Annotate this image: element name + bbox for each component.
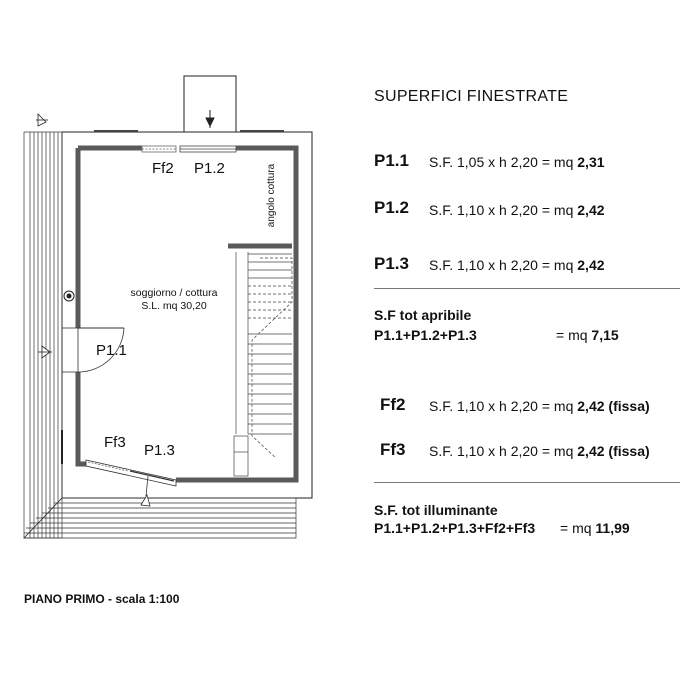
kitchen-label: angolo cottura bbox=[266, 163, 278, 228]
formula-text: S.F. 1,05 x h 2,20 = mq bbox=[429, 154, 578, 170]
divider bbox=[374, 288, 680, 289]
row-formula: S.F. 1,05 x h 2,20 = mq 2,31 bbox=[429, 154, 605, 170]
formula-note: (fissa) bbox=[608, 398, 650, 414]
row-formula: S.F. 1,10 x h 2,20 = mq 2,42 bbox=[429, 202, 605, 218]
total-apribile-formula: P1.1+P1.2+P1.3 bbox=[374, 327, 477, 343]
top-window-ff2 bbox=[141, 145, 177, 153]
top-window-p12 bbox=[179, 145, 237, 153]
scale-label: PIANO PRIMO - scala 1:100 bbox=[24, 592, 180, 606]
walls bbox=[75, 145, 299, 483]
room-area: S.L. mq 30,20 bbox=[141, 300, 207, 312]
row-formula: S.F. 1,10 x h 2,20 = mq 2,42 (fissa) bbox=[429, 398, 650, 414]
row-formula: S.F. 1,10 x h 2,20 = mq 2,42 (fissa) bbox=[429, 443, 650, 459]
total-apribile-title: S.F tot apribile bbox=[374, 307, 472, 323]
formula-text: S.F. 1,10 x h 2,20 = mq bbox=[429, 398, 578, 414]
formula-value: 2,31 bbox=[577, 154, 605, 170]
formula-text: S.F. 1,10 x h 2,20 = mq bbox=[429, 443, 578, 459]
row-code: Ff2 bbox=[380, 395, 406, 414]
row-code: P1.3 bbox=[374, 254, 409, 273]
formula-text: S.F. 1,10 x h 2,20 = mq bbox=[429, 257, 578, 273]
staircase bbox=[233, 252, 293, 477]
side-balcony bbox=[23, 131, 63, 539]
label-ff2: Ff2 bbox=[152, 160, 174, 177]
row-code: P1.1 bbox=[374, 151, 409, 170]
pipe-icon bbox=[63, 290, 75, 302]
formula-value: 2,42 bbox=[577, 443, 605, 459]
room-name: soggiorno / cottura bbox=[130, 287, 218, 299]
door-p11 bbox=[62, 327, 125, 373]
top-box bbox=[183, 75, 237, 133]
formula-value: 2,42 bbox=[577, 202, 605, 218]
total-illuminante-value: = mq 11,99 bbox=[560, 520, 630, 536]
label-ff3: Ff3 bbox=[104, 434, 126, 451]
label-p11: P1.1 bbox=[96, 342, 127, 359]
formula-note: (fissa) bbox=[608, 443, 650, 459]
floor-plan bbox=[23, 75, 313, 539]
sheet-title: SUPERFICI FINESTRATE bbox=[374, 88, 569, 105]
formula-value: 2,42 bbox=[577, 398, 605, 414]
room-label: soggiorno / cottura S.L. mq 30,20 bbox=[110, 287, 238, 313]
row-code: Ff3 bbox=[380, 440, 406, 459]
label-p13: P1.3 bbox=[144, 442, 175, 459]
divider bbox=[374, 482, 680, 483]
formula-value: 2,42 bbox=[577, 257, 605, 273]
value-number: 11,99 bbox=[595, 520, 630, 536]
label-p12: P1.2 bbox=[194, 160, 225, 177]
row-code: P1.2 bbox=[374, 198, 409, 217]
angled-window-p13 bbox=[85, 459, 177, 507]
value-prefix: = mq bbox=[556, 327, 592, 343]
total-illuminante-title: S.F. tot illuminante bbox=[374, 502, 498, 518]
bottom-deck bbox=[23, 497, 297, 539]
total-illuminante-formula: P1.1+P1.2+P1.3+Ff2+Ff3 bbox=[374, 520, 536, 536]
arrow-markers bbox=[36, 113, 63, 464]
value-number: 7,15 bbox=[591, 327, 619, 343]
value-prefix: = mq bbox=[560, 520, 596, 536]
total-apribile-value: = mq 7,15 bbox=[556, 327, 619, 343]
formula-text: S.F. 1,10 x h 2,20 = mq bbox=[429, 202, 578, 218]
row-formula: S.F. 1,10 x h 2,20 = mq 2,42 bbox=[429, 257, 605, 273]
